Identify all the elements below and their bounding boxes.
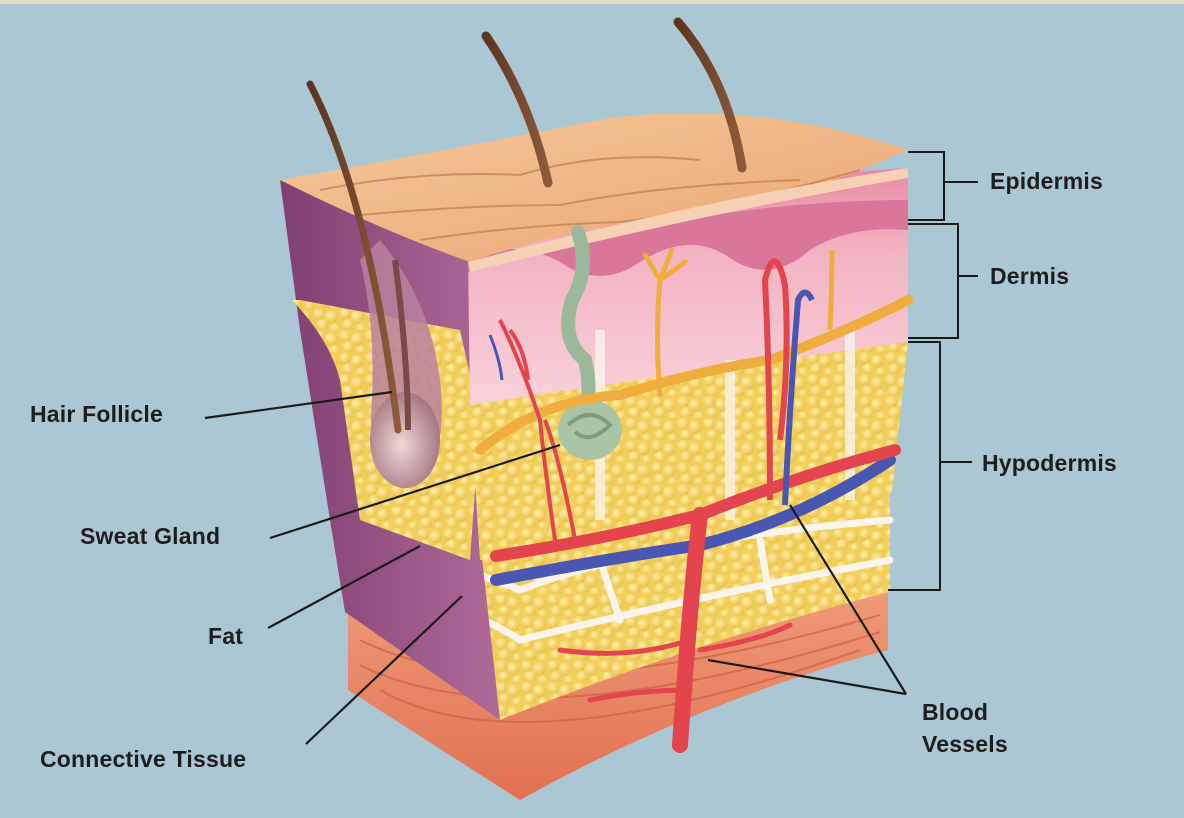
hair-shaft-3 xyxy=(673,17,747,173)
sweat-duct xyxy=(561,225,596,422)
capillary-left xyxy=(498,319,577,541)
sweat-gland-coil-detail xyxy=(566,413,613,440)
epidermis-edge xyxy=(468,168,908,272)
layer-brackets xyxy=(888,151,978,591)
hair-shaft-2 xyxy=(481,31,553,188)
label-dermis: Dermis xyxy=(990,263,1070,289)
leader-fat xyxy=(267,545,421,629)
label-fat: Fat xyxy=(208,623,244,649)
label-hair-follicle: Hair Follicle xyxy=(30,401,163,427)
label-sweat-gland: Sweat Gland xyxy=(80,523,221,549)
vessel-loop-blue xyxy=(782,289,815,506)
leader-lines xyxy=(204,390,907,745)
label-blood-vessels-line2: Vessels xyxy=(922,731,1008,757)
hair-shaft-1 xyxy=(306,80,402,434)
bracket-dermis xyxy=(908,223,978,339)
label-hypodermis: Hypodermis xyxy=(982,450,1117,476)
bracket-epidermis xyxy=(908,151,978,221)
label-epidermis: Epidermis xyxy=(990,168,1104,194)
skin-surface xyxy=(280,113,908,262)
bracket-hypodermis xyxy=(888,341,972,591)
artery-branches xyxy=(557,622,793,703)
follicle-bulb xyxy=(370,392,440,488)
leader-blood-vessels-a xyxy=(789,504,907,695)
label-connective-tissue: Connective Tissue xyxy=(40,746,247,772)
sweat-gland-coil xyxy=(558,400,622,460)
label-blood-vessels-line1: Blood xyxy=(922,699,989,725)
artery-vertical xyxy=(672,507,708,753)
nerve-main xyxy=(475,295,913,455)
leader-connective-tissue xyxy=(305,595,463,745)
leader-hair-follicle xyxy=(204,390,393,420)
nerve-branch-2 xyxy=(827,249,835,331)
nerve-branch-1 xyxy=(642,247,688,398)
leader-blood-vessels-b xyxy=(707,658,907,696)
follicle-hair-root xyxy=(392,259,411,431)
capillary-left-blue xyxy=(488,334,504,381)
vessel-loop-red xyxy=(761,258,790,501)
leader-sweat-gland xyxy=(269,443,561,540)
